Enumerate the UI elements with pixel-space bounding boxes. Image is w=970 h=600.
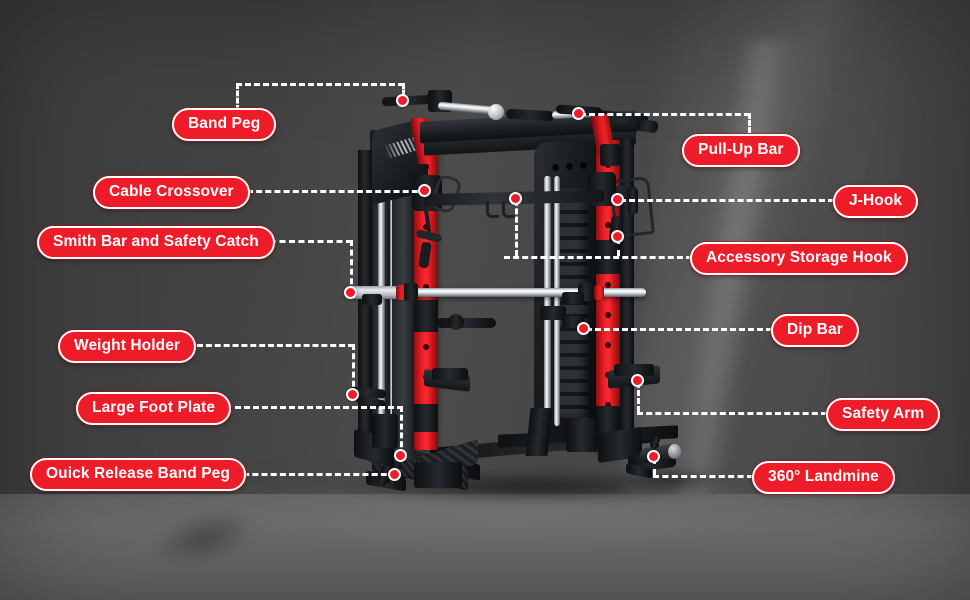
- marker-band-peg: [396, 94, 409, 107]
- right-shroud-vent-holes: [552, 162, 592, 174]
- leader-large-foot-plate-v: [400, 406, 403, 456]
- smith-bar-collar-right: [594, 285, 604, 300]
- leader-band-peg-v2: [402, 83, 405, 102]
- safety-catch-left: [362, 294, 382, 305]
- background-floor: [0, 494, 970, 600]
- bolt-plate-right-top: [600, 144, 620, 166]
- right-guide-rod-b: [554, 176, 560, 426]
- marker-storage-hook: [611, 230, 624, 243]
- leader-dip-bar: [586, 328, 772, 331]
- mid-handle-bar: [436, 318, 496, 328]
- left-upright-band2: [414, 404, 438, 432]
- callout-smith-bar-safety-catch[interactable]: Smith Bar and Safety Catch: [37, 226, 275, 259]
- pull-up-bar-knurl-ball: [488, 104, 504, 120]
- marker-foot-plate: [394, 449, 407, 462]
- callout-weight-holder[interactable]: Weight Holder: [58, 330, 197, 363]
- right-guide-rod-a: [544, 176, 551, 426]
- marker-weight-holder: [346, 388, 359, 401]
- callout-j-hook[interactable]: J-Hook: [833, 185, 919, 218]
- leader-landmine-h: [653, 475, 753, 478]
- marker-dip-bar: [577, 322, 590, 335]
- bolt-plate-right-lower: [566, 418, 598, 452]
- bolt-plate-left-lower: [372, 414, 398, 448]
- leader-safety-arm-h: [637, 412, 827, 415]
- landmine-collar: [668, 444, 681, 459]
- leader-j-hook: [620, 199, 834, 202]
- dip-bar-right-pad: [614, 364, 654, 376]
- marker-safety-arm: [631, 374, 644, 387]
- callout-quick-release-band-peg[interactable]: Ouick Release Band Peg: [30, 458, 246, 491]
- marker-smith-bar: [344, 286, 357, 299]
- marker-crossbeam: [509, 192, 522, 205]
- leader-landmine-v: [653, 458, 656, 475]
- callout-large-foot-plate[interactable]: Large Foot Plate: [76, 392, 232, 425]
- leader-storage-hook-v: [617, 238, 620, 256]
- smith-bar: [348, 288, 646, 297]
- smith-bar-collar-left: [396, 285, 406, 300]
- storage-hook-a: [486, 201, 499, 218]
- leader-quick-release-band-peg: [234, 473, 396, 476]
- callout-dip-bar[interactable]: Dip Bar: [771, 314, 859, 347]
- leader-safety-arm-v: [637, 382, 640, 412]
- smith-bar-sleeve-left: [348, 286, 400, 299]
- callout-360-landmine[interactable]: 360° Landmine: [752, 461, 895, 494]
- leader-pull-up-bar-v: [748, 113, 751, 133]
- leader-band-peg-v1: [236, 83, 239, 111]
- smith-bar-hook-left: [404, 283, 418, 301]
- leader-crossbeam-v: [515, 200, 518, 256]
- callout-cable-crossover[interactable]: Cable Crossover: [93, 176, 250, 209]
- marker-pull-up-bar: [572, 107, 585, 120]
- dip-bar-left-pad: [432, 368, 468, 380]
- smith-bar-right-extension: [618, 288, 646, 297]
- leader-weight-holder-h: [197, 344, 354, 347]
- callout-safety-arm[interactable]: Safety Arm: [826, 398, 941, 431]
- safety-catch-right: [562, 292, 584, 304]
- leader-pull-up-bar-h: [580, 113, 750, 116]
- mid-handle-knob: [448, 314, 464, 330]
- left-upright-band: [414, 300, 438, 332]
- marker-landmine: [647, 450, 660, 463]
- callout-accessory-storage-hook[interactable]: Accessory Storage Hook: [690, 242, 908, 275]
- storage-hook-b: [502, 201, 515, 218]
- leader-smith-bar-v: [350, 240, 353, 294]
- safety-arm-left: [540, 306, 566, 320]
- foot-plate-block: [414, 462, 462, 488]
- marker-j-hook: [611, 193, 624, 206]
- callout-band-peg[interactable]: Band Peg: [172, 108, 277, 141]
- marker-band-peg-low: [388, 468, 401, 481]
- left-guide-rod-a: [378, 160, 385, 458]
- leader-weight-holder-v: [352, 344, 355, 396]
- callout-pull-up-bar[interactable]: Pull-Up Bar: [682, 134, 800, 167]
- marker-cable-crossover: [418, 184, 431, 197]
- leader-cable-crossover: [247, 190, 427, 193]
- leader-smith-bar-h: [270, 240, 352, 243]
- leader-large-foot-plate: [235, 406, 403, 409]
- leader-band-peg-h: [236, 83, 404, 86]
- leader-storage-hook-h: [504, 256, 692, 259]
